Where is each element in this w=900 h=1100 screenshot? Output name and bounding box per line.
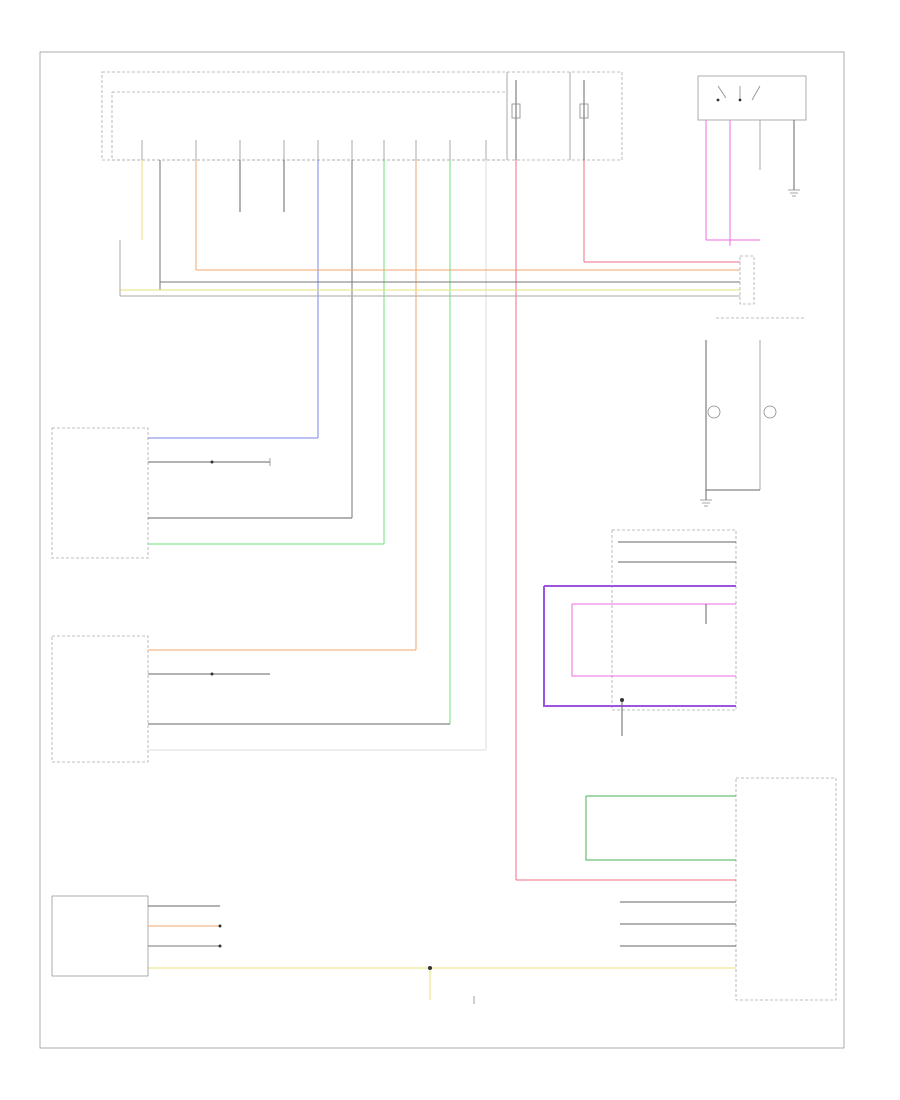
right-lower-module [148, 777, 837, 1001]
lamp-left-icon [707, 405, 721, 419]
control-module [101, 71, 623, 161]
terminal-columns [141, 140, 487, 160]
right-connector [739, 255, 755, 305]
right-lamp-box [51, 635, 149, 763]
relay-switch-icon [717, 85, 761, 101]
relay-block-box [697, 75, 807, 121]
relay-block [697, 75, 807, 121]
lamp-right-icon [763, 405, 777, 419]
right-lower-box [735, 777, 837, 1001]
control-module-outer-box [101, 71, 623, 161]
bottom-left-box [51, 895, 149, 977]
right-front-lamp-assembly [51, 635, 486, 763]
left-front-lamp-assembly [51, 427, 384, 559]
left-lamp-box [51, 427, 149, 559]
wire-drops [141, 160, 585, 880]
outer-frame [39, 51, 845, 1049]
relay-outputs [705, 120, 800, 246]
ground-icon-2 [700, 499, 712, 507]
bus-lines [119, 240, 740, 297]
control-module-inner-box [111, 91, 508, 161]
right-module-box [611, 529, 737, 711]
fuse-a-icon [511, 103, 521, 119]
right-middle-module [543, 529, 737, 736]
bottom-left-module [51, 895, 475, 1004]
ground-icon [788, 189, 800, 197]
lamp-assemblies [700, 340, 777, 507]
fuse-b-icon [579, 103, 589, 119]
